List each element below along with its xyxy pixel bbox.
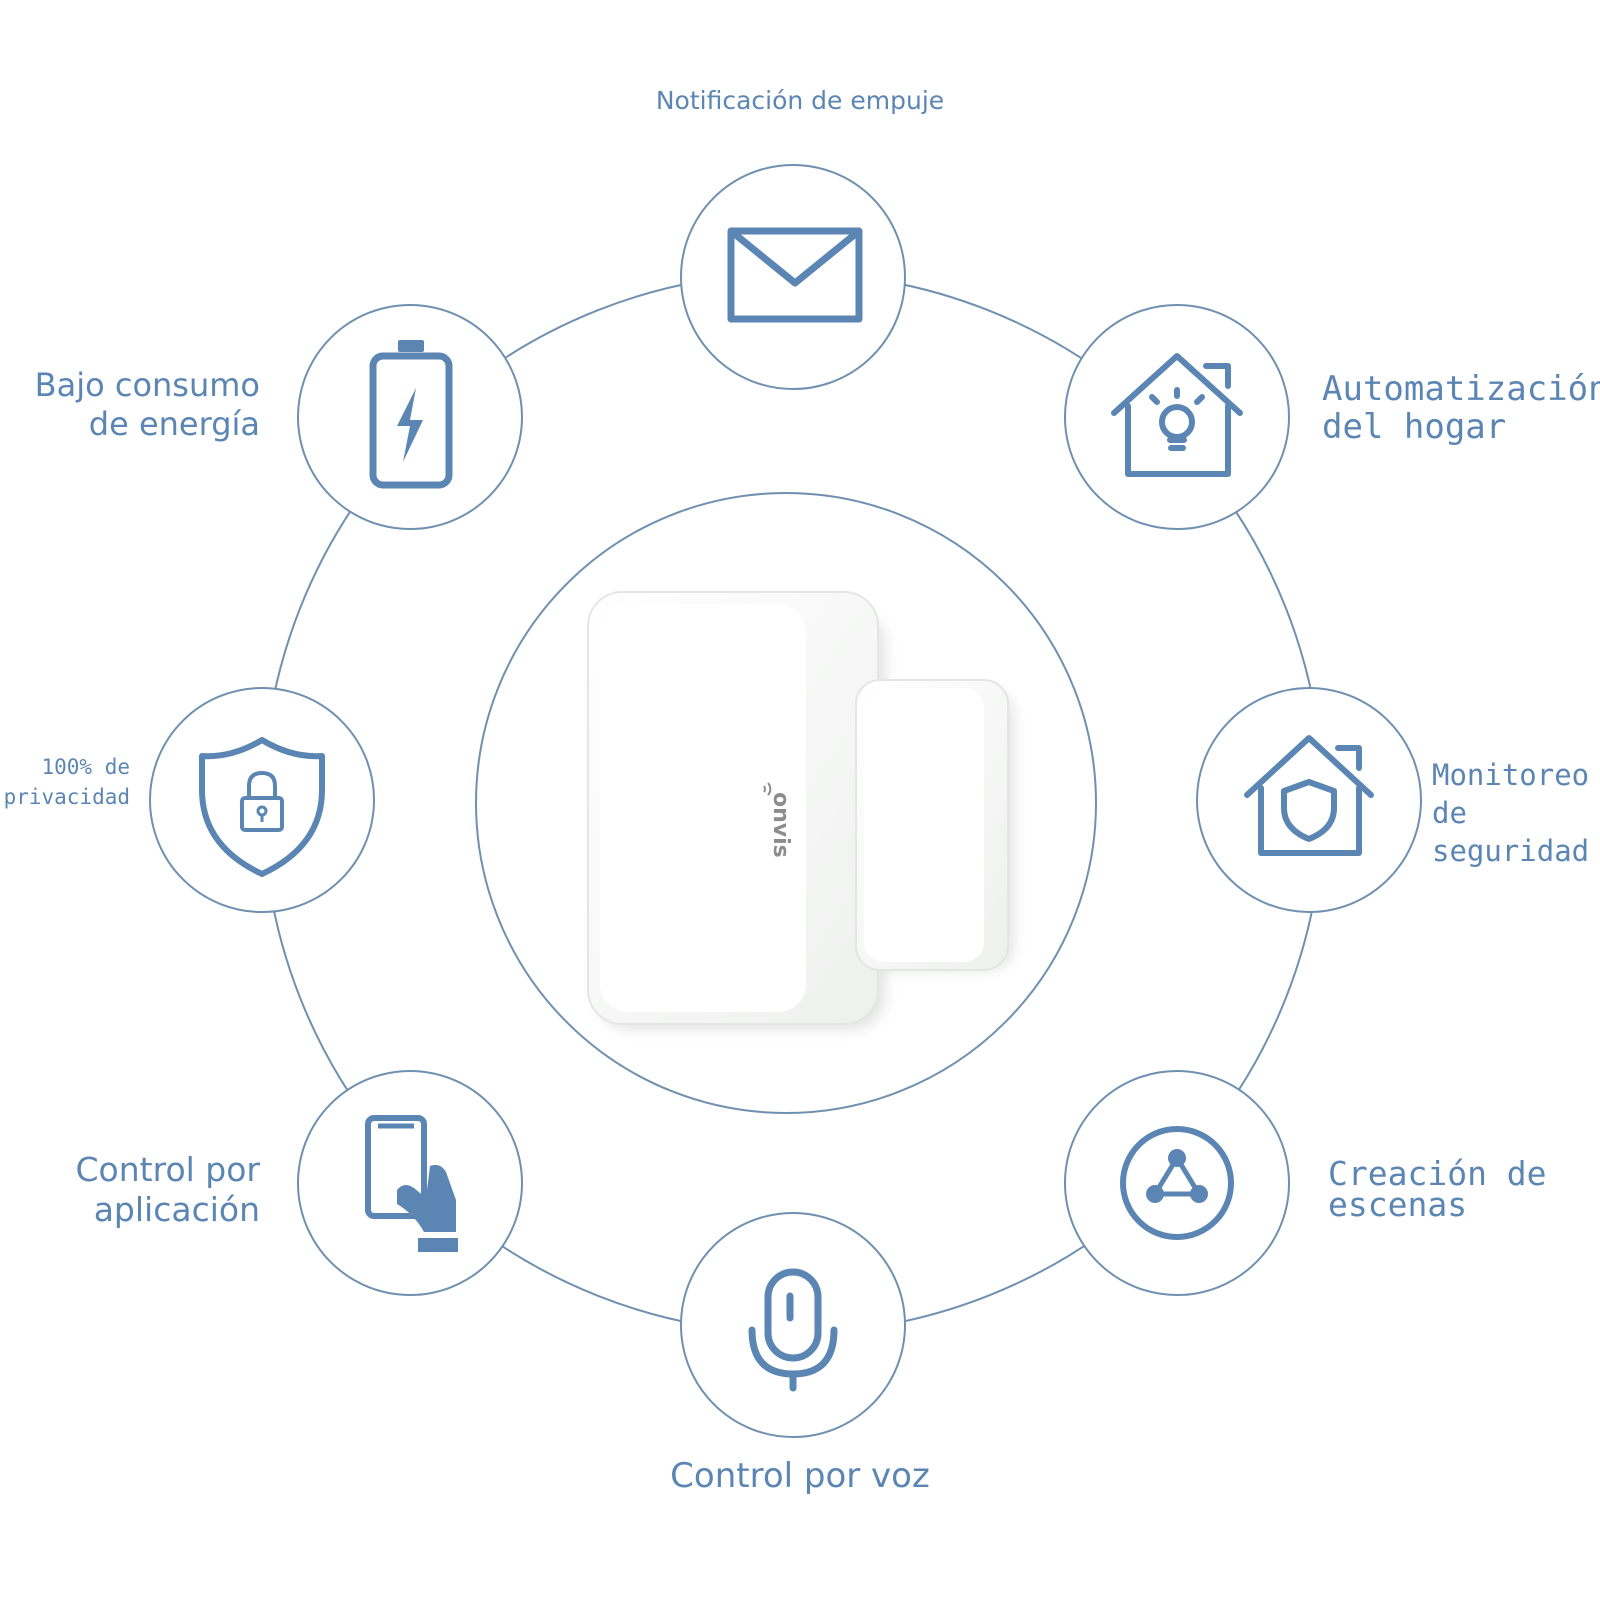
shield-lock-icon — [199, 737, 325, 877]
label-scene-creation: Creación de escenas — [1328, 1154, 1547, 1224]
feature-push-notification — [680, 164, 906, 390]
feature-security-monitoring — [1196, 687, 1422, 913]
label-voice-control: Control por voz — [670, 1456, 930, 1496]
device-image: onvis — [587, 591, 1014, 1030]
battery-bolt-icon — [369, 340, 453, 489]
label-low-energy: Bajo consumo de energía — [34, 366, 260, 443]
label-security-monitoring: Monitoreo de seguridad — [1432, 758, 1590, 868]
house-bulb-icon — [1111, 353, 1243, 477]
device-brand-logo: onvis — [768, 792, 793, 858]
feature-low-energy — [297, 304, 523, 530]
label-privacy: 100% de privacidad — [3, 755, 130, 809]
feature-home-automation — [1064, 304, 1290, 530]
feature-voice-control — [680, 1212, 906, 1438]
label-push-notification: Notificación de empuje — [655, 86, 945, 115]
house-shield-icon — [1244, 735, 1374, 856]
label-home-automation: Automatización del hogar — [1322, 369, 1600, 447]
microphone-icon — [748, 1268, 838, 1392]
wifi-mark-icon — [763, 782, 772, 796]
phone-hand-icon — [365, 1115, 458, 1252]
feature-scene-creation — [1064, 1070, 1290, 1296]
scene-network-icon — [1120, 1126, 1234, 1240]
feature-app-control — [297, 1070, 523, 1296]
envelope-icon — [727, 227, 863, 323]
label-app-control: Control por aplicación — [75, 1150, 260, 1229]
feature-privacy — [149, 687, 375, 913]
